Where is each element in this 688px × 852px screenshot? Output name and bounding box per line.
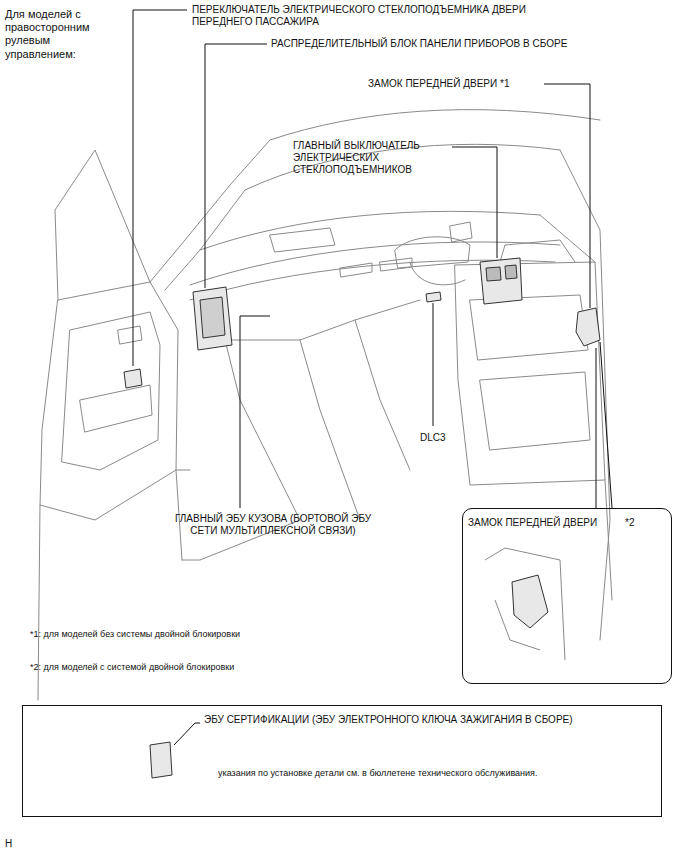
certification-ecu-icon — [150, 742, 172, 778]
inset-door-lock-symbol — [512, 575, 548, 628]
leader-line — [174, 723, 200, 745]
leader-line — [240, 316, 270, 508]
instrument-hood — [395, 237, 470, 268]
right-vent — [450, 222, 472, 242]
leader-line — [544, 84, 590, 308]
windshield-bottom — [200, 211, 540, 250]
glovebox-line — [200, 300, 420, 340]
inset-panel: ЗАМОК ПЕРЕДНЕЙ ДВЕРИ*2 — [462, 508, 672, 684]
leader-line — [596, 342, 612, 508]
roof-line — [270, 110, 600, 140]
connector-label: DLC3 — [420, 432, 460, 444]
dlc3-connector-symbol — [426, 292, 441, 302]
master-switch-buttons — [486, 265, 517, 281]
right-door-pocket — [480, 372, 590, 450]
part-label: ГЛАВНЫЙ ВЫКЛЮЧАТЕЛЬ ЭЛЕКТРИЧЕСКИХ СТЕКЛО… — [293, 140, 451, 176]
panel-heading: ЭБУ СЕРТИФИКАЦИИ (ЭБУ ЭЛЕКТРОННОГО КЛЮЧА… — [204, 714, 644, 726]
junction-block-symbol — [193, 287, 232, 350]
note-panel: ЭБУ СЕРТИФИКАЦИИ (ЭБУ ЭЛЕКТРОННОГО КЛЮЧА… — [22, 705, 662, 817]
left-armrest — [80, 385, 152, 432]
b-pillar-right — [560, 150, 610, 640]
right-door — [455, 262, 605, 485]
center-console-right — [355, 320, 410, 470]
part-label: ПЕРЕКЛЮЧАТЕЛЬ ЭЛЕКТРИЧЕСКОГО СТЕКЛОПОДЪЕ… — [192, 4, 542, 28]
footnote: *2: для моделей с системой двойной блоки… — [30, 662, 450, 673]
left-door-trim — [62, 312, 160, 470]
left-door-handle — [118, 326, 142, 344]
left-door-window-frame — [55, 150, 150, 300]
leader-line — [433, 303, 434, 426]
figure-code: H — [5, 838, 25, 850]
master-switch-symbol — [480, 258, 522, 304]
left-door — [40, 282, 178, 520]
leader-line — [133, 10, 187, 366]
inset-door-panel — [495, 600, 540, 650]
speaker-grille — [270, 228, 335, 252]
window-switch-symbol — [124, 369, 142, 388]
leader-line — [452, 147, 497, 258]
panel-text: *2 — [625, 517, 665, 529]
model-note: Для моделей с правосторонним рулевым упр… — [5, 8, 105, 61]
body-ecu-symbol — [200, 297, 225, 338]
inset-door-outline — [485, 548, 565, 660]
right-door-trim — [470, 295, 588, 360]
panel-text: указания по установке детали см. в бюлле… — [218, 768, 638, 779]
right-a-pillar — [540, 215, 595, 262]
part-label: ГЛАВНЫЙ ЭБУ КУЗОВА (БОРТОВОЙ ЭБУ СЕТИ МУ… — [168, 513, 378, 537]
panel-heading: ЗАМОК ПЕРЕДНЕЙ ДВЕРИ — [468, 517, 628, 529]
center-console-left — [300, 340, 360, 520]
leader-line — [205, 44, 267, 288]
part-label: РАСПРЕДЕЛИТЕЛЬНЫЙ БЛОК ПАНЕЛИ ПРИБОРОВ В… — [271, 38, 651, 50]
a-pillar-left — [150, 140, 270, 282]
footwell-left — [225, 340, 300, 520]
part-label: ЗАМОК ПЕРЕДНЕЙ ДВЕРИ *1 — [368, 78, 548, 90]
footnote: *1: для моделей без системы двойной блок… — [30, 629, 450, 640]
door-lock-symbol — [576, 308, 600, 346]
